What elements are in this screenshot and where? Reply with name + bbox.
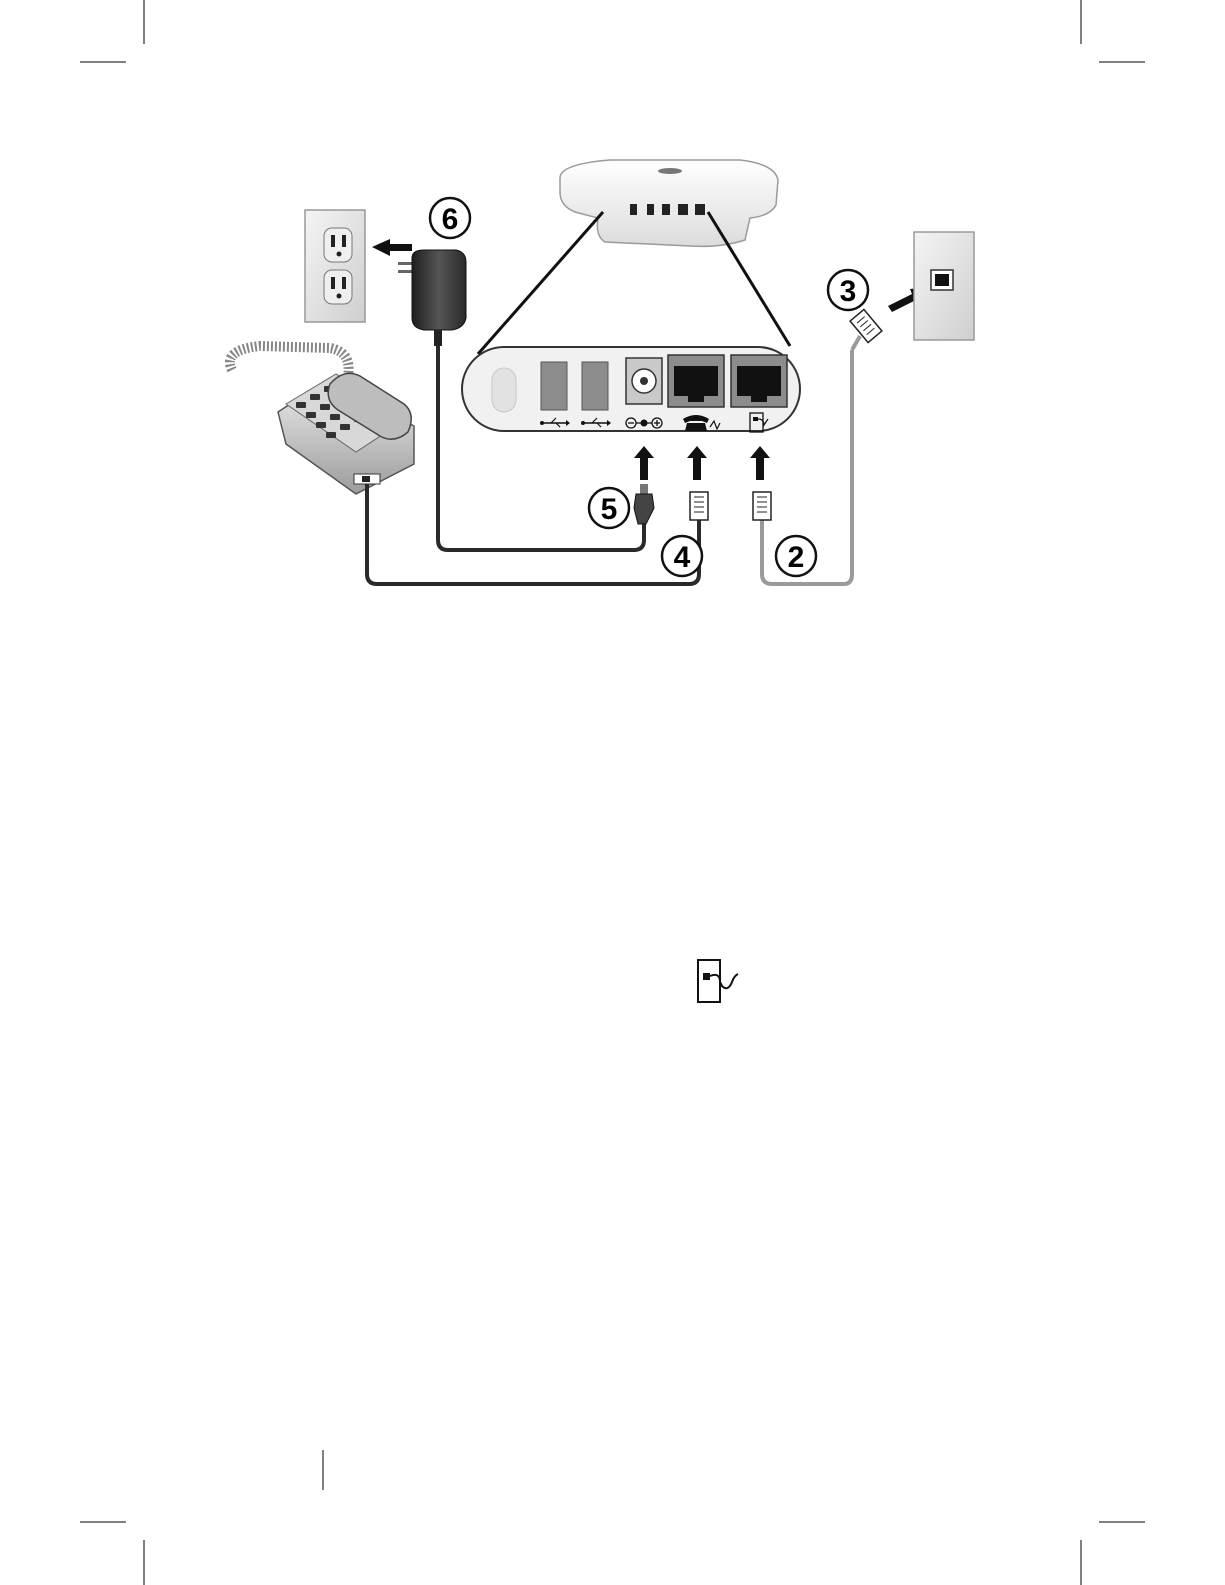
- modem-device-perspective: [560, 160, 778, 246]
- telephone: [230, 346, 414, 494]
- rj11-connector-wall: [850, 309, 882, 342]
- step-6-label: 6: [442, 203, 459, 236]
- step-4-badge: 4: [662, 536, 702, 576]
- step-5-badge: 5: [589, 488, 629, 528]
- step-2-label: 2: [788, 541, 805, 574]
- step-2-badge: 2: [776, 536, 816, 576]
- power-plug: [634, 484, 654, 524]
- step-5-label: 5: [601, 493, 618, 526]
- phone-line-wall-icon: [698, 960, 738, 1002]
- step-3-label: 3: [840, 275, 857, 308]
- rj11-connector-line: [753, 492, 771, 520]
- rj11-connector-phone: [690, 492, 708, 520]
- wall-phone-jack: [914, 232, 974, 340]
- insert-arrows: [634, 446, 770, 480]
- arrow-to-outlet: [372, 239, 412, 256]
- step-6-badge: 6: [430, 198, 470, 238]
- step-3-badge: 3: [828, 270, 868, 310]
- power-adapter: [398, 250, 466, 346]
- modem-back-panel: [462, 347, 800, 432]
- step-4-label: 4: [674, 541, 691, 574]
- power-outlet: [305, 210, 365, 322]
